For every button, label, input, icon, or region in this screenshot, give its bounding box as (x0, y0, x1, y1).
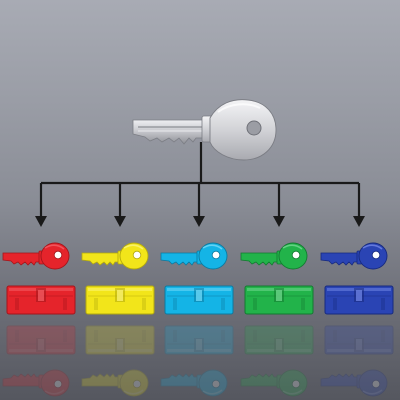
reflected-red-lock-cylinder-icon (6, 325, 76, 355)
red-key-icon (2, 242, 70, 270)
arrow-to-green (273, 183, 285, 227)
key-set-blue (320, 242, 394, 315)
key-set-yellow (81, 242, 155, 315)
green-lock-cylinder-icon (244, 285, 314, 315)
red-lock-cylinder-icon (6, 285, 76, 315)
reflected-yellow-lock-cylinder-icon (85, 325, 155, 355)
reflected-yellow-key-icon (81, 369, 149, 397)
arrow-to-blue (353, 183, 365, 227)
master-key-icon (132, 99, 277, 161)
reflection-green (240, 325, 314, 397)
yellow-lock-cylinder-icon (85, 285, 155, 315)
reflection-yellow (81, 325, 155, 397)
key-set-cyan (160, 242, 234, 315)
reflected-red-key-icon (2, 369, 70, 397)
cyan-key-icon (160, 242, 228, 270)
reflection-cyan (160, 325, 234, 397)
reflected-cyan-key-icon (160, 369, 228, 397)
blue-lock-cylinder-icon (324, 285, 394, 315)
reflected-blue-lock-cylinder-icon (324, 325, 394, 355)
key-set-red (2, 242, 76, 315)
key-set-green (240, 242, 314, 315)
arrow-to-red (35, 183, 47, 227)
reflected-green-lock-cylinder-icon (244, 325, 314, 355)
reflected-cyan-lock-cylinder-icon (164, 325, 234, 355)
green-key-icon (240, 242, 308, 270)
cyan-lock-cylinder-icon (164, 285, 234, 315)
blue-key-icon (320, 242, 388, 270)
arrow-to-cyan (193, 183, 205, 227)
arrow-to-yellow (114, 183, 126, 227)
reflected-blue-key-icon (320, 369, 388, 397)
yellow-key-icon (81, 242, 149, 270)
reflection-blue (320, 325, 394, 397)
reflected-green-key-icon (240, 369, 308, 397)
connector-tree (41, 142, 359, 185)
reflection-red (2, 325, 76, 397)
